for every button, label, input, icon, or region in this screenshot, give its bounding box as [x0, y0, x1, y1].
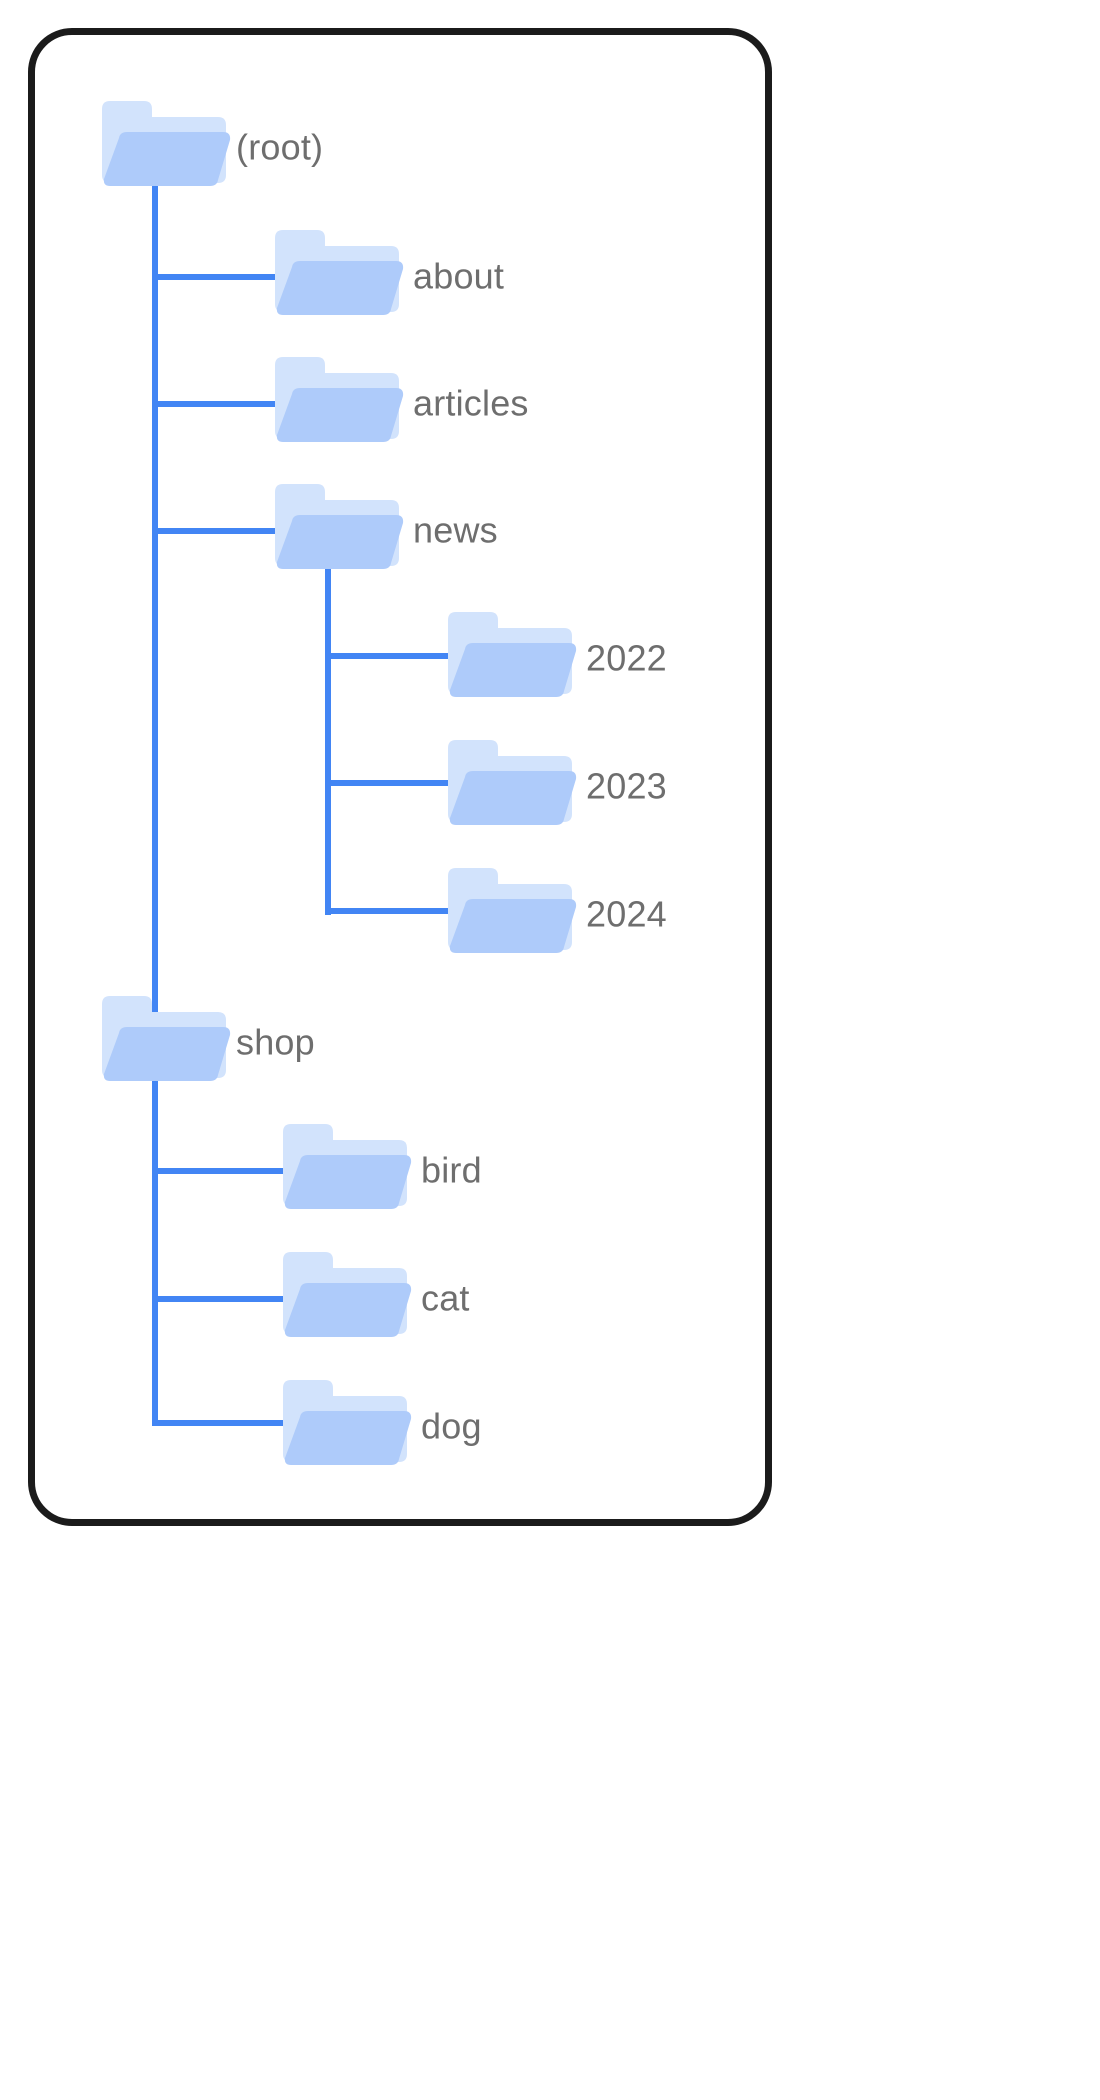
node-label-articles: articles — [413, 383, 529, 424]
node-label-cat: cat — [421, 1278, 470, 1319]
node-label-dog: dog — [421, 1406, 482, 1447]
tree-node-shop[interactable]: shop — [102, 996, 315, 1081]
tree-node-2023[interactable]: 2023 — [448, 740, 667, 825]
folder-icon — [448, 612, 577, 697]
folder-icon — [275, 357, 404, 442]
tree-node-2024[interactable]: 2024 — [448, 868, 667, 953]
node-label-2022: 2022 — [586, 638, 667, 679]
node-label-about: about — [413, 256, 504, 297]
folder-icon — [275, 484, 404, 569]
tree-node-dog[interactable]: dog — [283, 1380, 482, 1465]
tree-node-root[interactable]: (root) — [102, 101, 323, 186]
folder-icon — [448, 868, 577, 953]
folder-icon — [283, 1380, 412, 1465]
node-label-2023: 2023 — [586, 766, 667, 807]
tree-node-cat[interactable]: cat — [283, 1252, 470, 1337]
tree-node-about[interactable]: about — [275, 230, 504, 315]
folder-icon — [275, 230, 404, 315]
tree-node-articles[interactable]: articles — [275, 357, 529, 442]
folder-icon — [448, 740, 577, 825]
node-label-shop: shop — [236, 1022, 315, 1063]
tree-node-news[interactable]: news — [275, 484, 498, 569]
folder-icon — [283, 1252, 412, 1337]
node-label-2024: 2024 — [586, 894, 667, 935]
node-label-bird: bird — [421, 1150, 482, 1191]
folder-icon — [283, 1124, 412, 1209]
node-label-root: (root) — [236, 127, 323, 168]
folder-icon — [102, 101, 231, 186]
node-label-news: news — [413, 510, 498, 551]
tree-node-bird[interactable]: bird — [283, 1124, 482, 1209]
tree-node-2022[interactable]: 2022 — [448, 612, 667, 697]
folder-icon — [102, 996, 231, 1081]
